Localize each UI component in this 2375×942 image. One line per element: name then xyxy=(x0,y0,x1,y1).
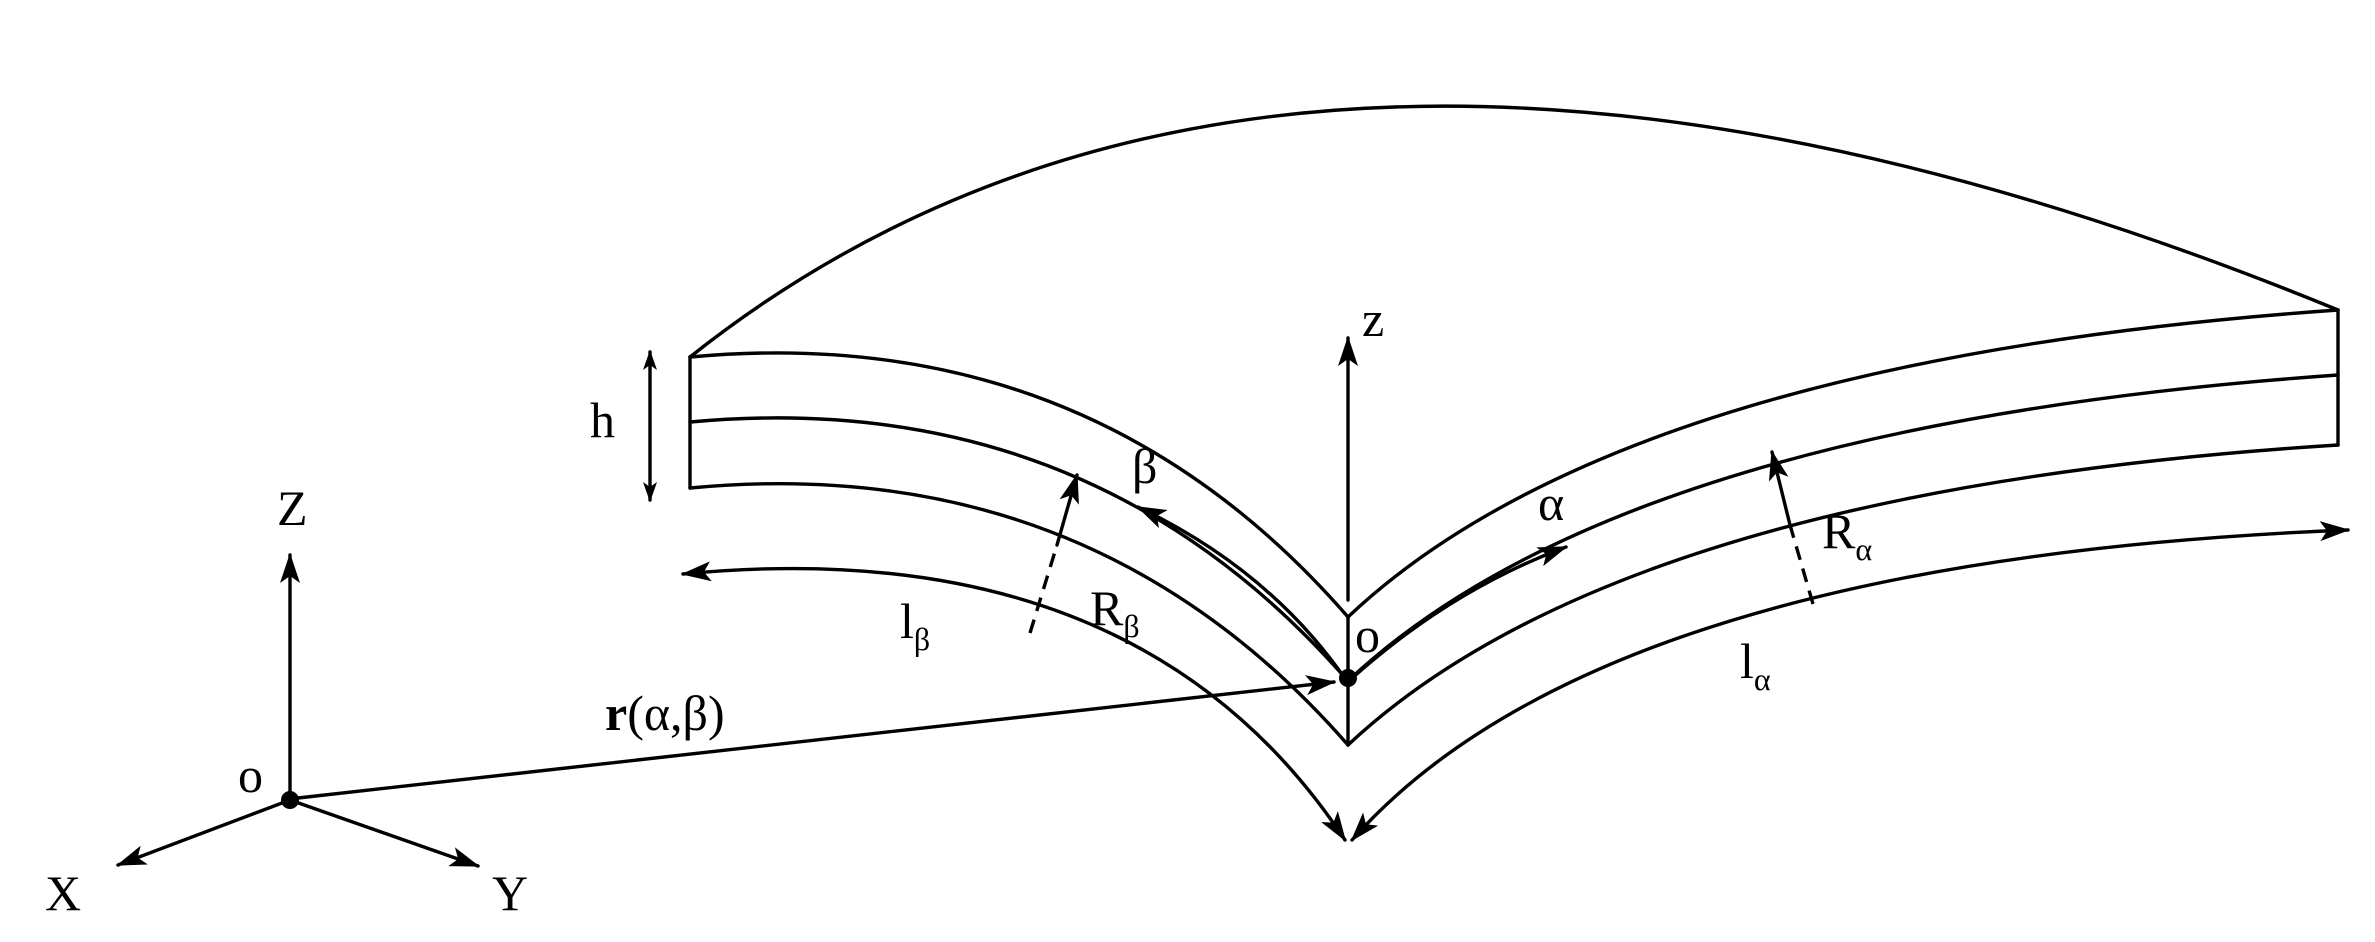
arc-length-beta-arrow xyxy=(681,561,1347,842)
shell-left-face-top xyxy=(688,351,1350,619)
arc-length-alpha-subscript: α xyxy=(1754,661,1771,697)
shell-top-outline xyxy=(688,104,2340,359)
global-X-axis xyxy=(116,798,292,867)
global-Y-label: Y xyxy=(492,865,528,921)
alpha-label: α xyxy=(1538,475,1564,531)
shell-right-face-top xyxy=(1346,308,2340,619)
arc-length-beta-subscript: β xyxy=(914,621,930,657)
global-Z-label: Z xyxy=(277,480,308,536)
global-axes: Z X Y o xyxy=(45,480,528,921)
position-vector: r(α,β) xyxy=(296,675,1336,800)
arc-length-alpha-arrow xyxy=(1350,521,2350,842)
global-X-label: X xyxy=(45,865,81,921)
shell-left-face-bottom xyxy=(688,481,1350,747)
arc-length-beta: lβ xyxy=(681,561,1347,842)
shell-left-face-middle xyxy=(688,416,1350,683)
position-vector-label: r(α,β) xyxy=(605,685,725,741)
position-vector-symbol: r xyxy=(605,685,627,741)
radius-alpha-main: R xyxy=(1822,503,1856,559)
radius-beta-arrow xyxy=(1055,473,1079,547)
beta-direction-arrow xyxy=(1136,505,1348,682)
arc-length-beta-main: l xyxy=(900,593,914,649)
local-origin-label: o xyxy=(1355,607,1380,663)
local-z-label: z xyxy=(1362,291,1384,347)
position-vector-arguments: (α,β) xyxy=(627,685,724,741)
global-Y-axis xyxy=(288,798,480,868)
position-vector-arrow xyxy=(296,675,1336,800)
radius-alpha-arrow xyxy=(1768,450,1792,527)
shell-body xyxy=(688,104,2340,747)
thickness-dimension: h xyxy=(590,350,657,502)
shell-right-face-bottom xyxy=(1346,443,2340,747)
arc-length-beta-label: lβ xyxy=(900,593,930,657)
beta-label: β xyxy=(1132,438,1157,494)
local-origin-point xyxy=(1339,669,1357,687)
arc-length-alpha-main: l xyxy=(1740,633,1754,689)
arc-length-alpha: lα xyxy=(1350,521,2350,842)
radius-alpha-subscript: α xyxy=(1855,531,1872,567)
radius-alpha-label: Rα xyxy=(1822,503,1872,567)
global-origin-label: o xyxy=(238,747,263,803)
radius-beta-subscript: β xyxy=(1123,608,1139,644)
arc-length-alpha-label: lα xyxy=(1740,633,1771,697)
radius-alpha-dashed xyxy=(1788,524,1815,605)
global-origin-point xyxy=(281,791,299,809)
thickness-label: h xyxy=(590,392,615,448)
radius-beta-dashed xyxy=(1028,544,1059,634)
